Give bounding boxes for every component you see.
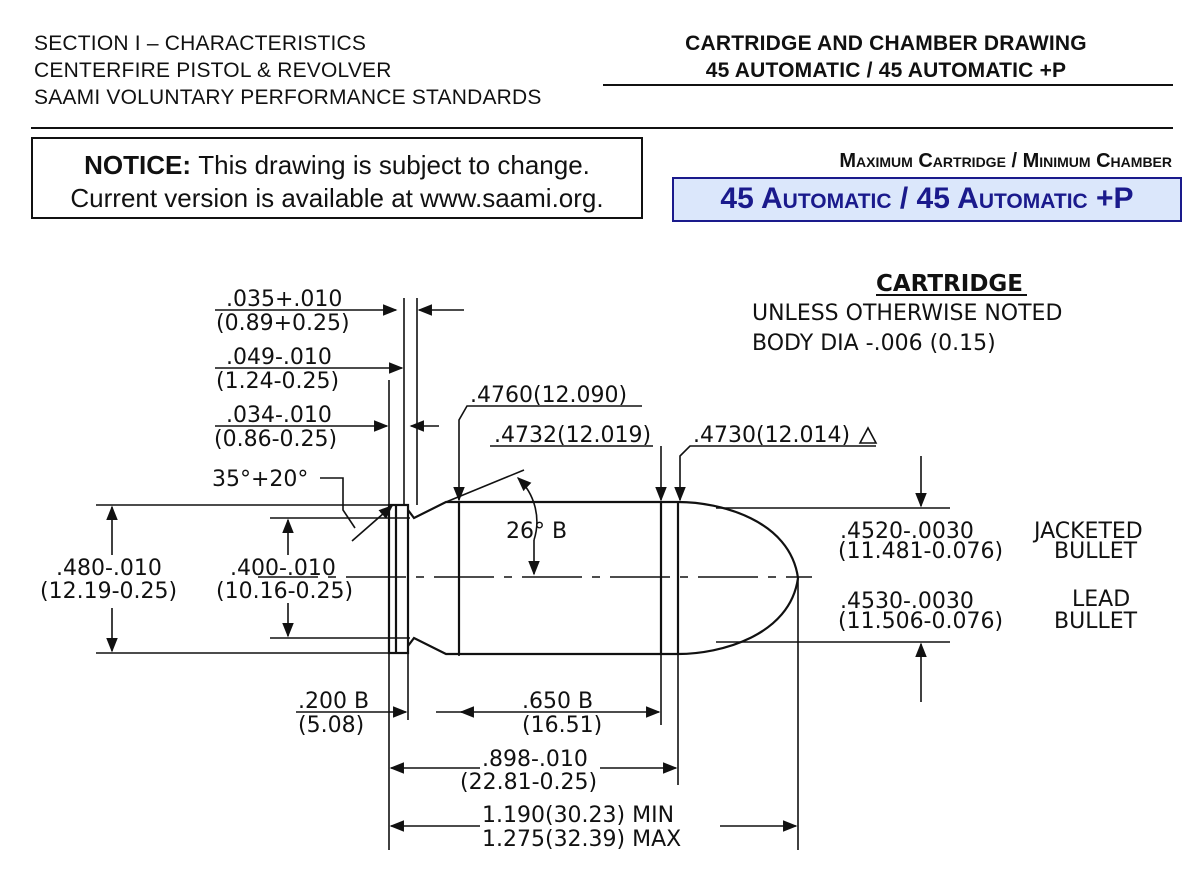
- notice-line1: This drawing is subject to change.: [198, 150, 590, 180]
- body-dia: .4732(12.019): [494, 423, 651, 448]
- header-right: CARTRIDGE AND CHAMBER DRAWING 45 AUTOMAT…: [600, 30, 1172, 84]
- groove-dia-in: .400-.010: [230, 556, 336, 581]
- cartridge-outline: [387, 500, 800, 656]
- caliber-title: 45 AUTOMATIC / 45 AUTOMATIC +P: [705, 59, 1067, 82]
- note-line2: BODY DIA -.006 (0.15): [752, 331, 996, 356]
- rim-dia-in: .480-.010: [56, 556, 162, 581]
- body-length-in: .650 B: [522, 689, 593, 714]
- oal-max: 1.275(32.39) MAX: [482, 827, 681, 852]
- jacketed-label-2: BULLET: [1054, 539, 1138, 564]
- groove-width-mm: (1.24-0.25): [216, 369, 339, 394]
- groove-dia-mm: (10.16-0.25): [216, 579, 353, 604]
- jacketed-dia-in: .4520-.0030: [840, 519, 974, 544]
- note-line1: UNLESS OTHERWISE NOTED: [752, 301, 1062, 326]
- header-left: SECTION I – CHARACTERISTICS CENTERFIRE P…: [34, 30, 542, 111]
- notice-line2: Current version is available at www.saam…: [70, 183, 604, 213]
- drawing-title: CARTRIDGE AND CHAMBER DRAWING: [685, 32, 1087, 55]
- bevel-width-in: .034-.010: [226, 403, 332, 428]
- rim-thick-in: .035+.010: [226, 287, 342, 312]
- notice-label: NOTICE:: [84, 150, 191, 180]
- rim-dia-mm: (12.19-0.25): [40, 579, 177, 604]
- groove-width-in: .049-.010: [226, 345, 332, 370]
- chamber-caption: Maximum Cartridge / Minimum Chamber: [839, 150, 1172, 172]
- standard-title: SAAMI VOLUNTARY PERFORMANCE STANDARDS: [34, 86, 542, 109]
- bevel-width-mm: (0.86-0.25): [214, 427, 337, 452]
- case-length-in: .898-.010: [482, 747, 588, 772]
- cartridge-heading: CARTRIDGE: [876, 271, 1023, 297]
- jacketed-dia-mm: (11.481-0.076): [838, 539, 1003, 564]
- base-dia: .4760(12.090): [470, 383, 627, 408]
- delta-symbol: [858, 426, 878, 444]
- header-divider: [31, 127, 1173, 129]
- lead-dia-in: .4530-.0030: [840, 589, 974, 614]
- lead-dia-mm: (11.506-0.076): [838, 609, 1003, 634]
- groove-to-body-in: .200 B: [298, 689, 369, 714]
- lead-label-2: BULLET: [1054, 609, 1138, 634]
- dimension-labels: .035+.010 (0.89+0.25) .049-.010 (1.24-0.…: [40, 287, 1143, 852]
- mouth-dia: .4730(12.014): [693, 423, 850, 448]
- rim-thick-mm: (0.89+0.25): [216, 311, 350, 336]
- category-title: CENTERFIRE PISTOL & REVOLVER: [34, 59, 392, 82]
- body-length-mm: (16.51): [522, 713, 602, 738]
- notice-box: NOTICE: This drawing is subject to chang…: [31, 137, 643, 219]
- lead-label-1: LEAD: [1072, 587, 1130, 612]
- section-title: SECTION I – CHARACTERISTICS: [34, 32, 367, 55]
- rim-angle: 35°+20°: [212, 467, 308, 492]
- oal-min: 1.190(30.23) MIN: [482, 803, 674, 828]
- header-underline: [603, 84, 1173, 86]
- caliber-box: 45 Automatic / 45 Automatic +P: [672, 177, 1182, 222]
- groove-to-body-mm: (5.08): [298, 713, 364, 738]
- body-angle: 26° B: [506, 519, 567, 544]
- dimension-lines: [96, 298, 950, 850]
- jacketed-label-1: JACKETED: [1032, 519, 1143, 544]
- case-length-mm: (22.81-0.25): [460, 770, 597, 795]
